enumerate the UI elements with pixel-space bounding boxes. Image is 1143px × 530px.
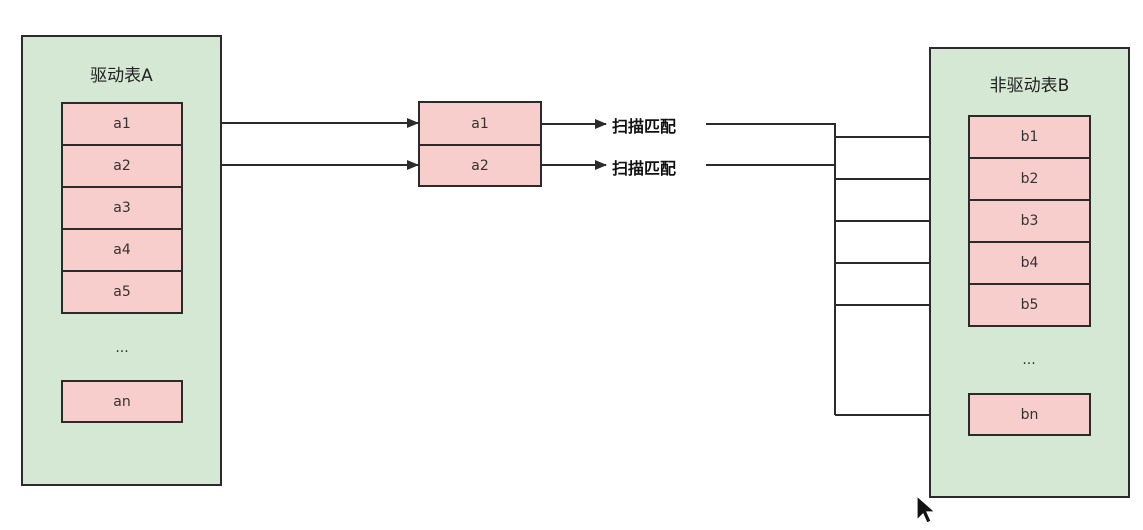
- mouse-cursor-icon: [916, 495, 936, 524]
- table-a-row-a1: a1: [61, 102, 183, 146]
- table-b-ellipsis: ...: [1022, 352, 1036, 368]
- buffer-row-a2: a2: [418, 144, 542, 187]
- table-b-row-b2: b2: [968, 157, 1091, 201]
- table-b-row-b4: b4: [968, 241, 1091, 285]
- buffer-row-a1: a1: [418, 101, 542, 146]
- table-b-row-b3: b3: [968, 199, 1091, 243]
- table-a-row-a4: a4: [61, 228, 183, 272]
- driven-table-title: 非驱动表B: [989, 76, 1070, 96]
- scan-line-1: [706, 123, 836, 415]
- table-a-row-an: an: [61, 380, 183, 423]
- table-a-row-a3: a3: [61, 186, 183, 230]
- table-a-ellipsis: ...: [115, 340, 129, 356]
- driving-table-title: 驱动表A: [90, 66, 153, 86]
- table-b-row-bn: bn: [968, 393, 1091, 436]
- table-a-row-a2: a2: [61, 144, 183, 188]
- table-b-row-b5: b5: [968, 283, 1091, 327]
- table-a-row-a5: a5: [61, 270, 183, 314]
- scan-match-label-2: 扫描匹配: [612, 159, 677, 178]
- table-b-row-b1: b1: [968, 115, 1091, 159]
- scan-match-label-1: 扫描匹配: [612, 117, 677, 136]
